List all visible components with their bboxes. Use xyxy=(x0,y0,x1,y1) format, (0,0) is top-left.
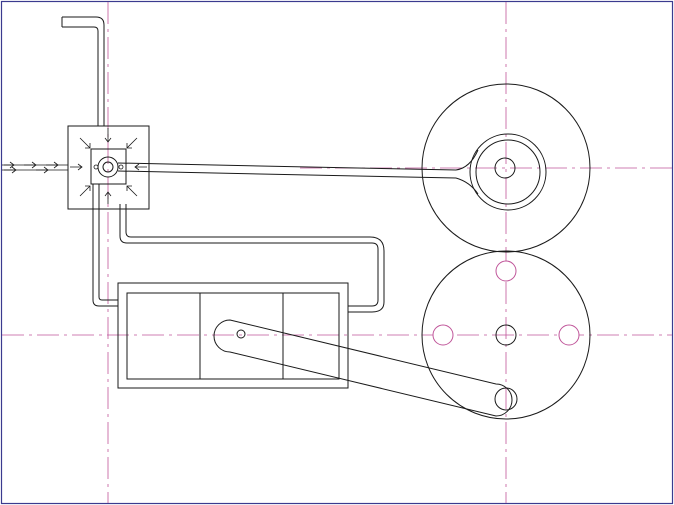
cylinder-bore xyxy=(126,292,340,380)
valve-inner-box xyxy=(90,148,127,185)
valve-block xyxy=(67,125,150,210)
cylinder xyxy=(117,282,349,389)
upper-axle xyxy=(494,157,516,179)
valve-rod xyxy=(117,149,479,195)
piston-left xyxy=(126,292,201,380)
crank-pin xyxy=(494,387,518,411)
valve-pivot-inner xyxy=(102,161,114,173)
flywheel-lower xyxy=(421,250,591,420)
cylinder-pipes xyxy=(92,184,385,313)
inlet-pipe xyxy=(61,16,105,126)
lower-wheel-hole-right xyxy=(558,324,580,346)
lower-axle xyxy=(495,324,517,346)
lower-wheel-hole-top xyxy=(495,260,517,282)
rod-pin xyxy=(236,329,246,339)
piston-right xyxy=(282,292,340,380)
lower-wheel-hole-left xyxy=(432,324,454,346)
upper-wheel-rim xyxy=(421,83,591,253)
inlet-arrows-left xyxy=(2,161,68,174)
connecting-rod xyxy=(213,319,513,417)
upper-eccentric xyxy=(469,133,547,211)
flywheel-upper xyxy=(421,83,591,253)
lower-wheel-rim xyxy=(421,250,591,420)
valve-outer-box xyxy=(67,125,150,210)
cylinder-outer xyxy=(117,282,349,389)
